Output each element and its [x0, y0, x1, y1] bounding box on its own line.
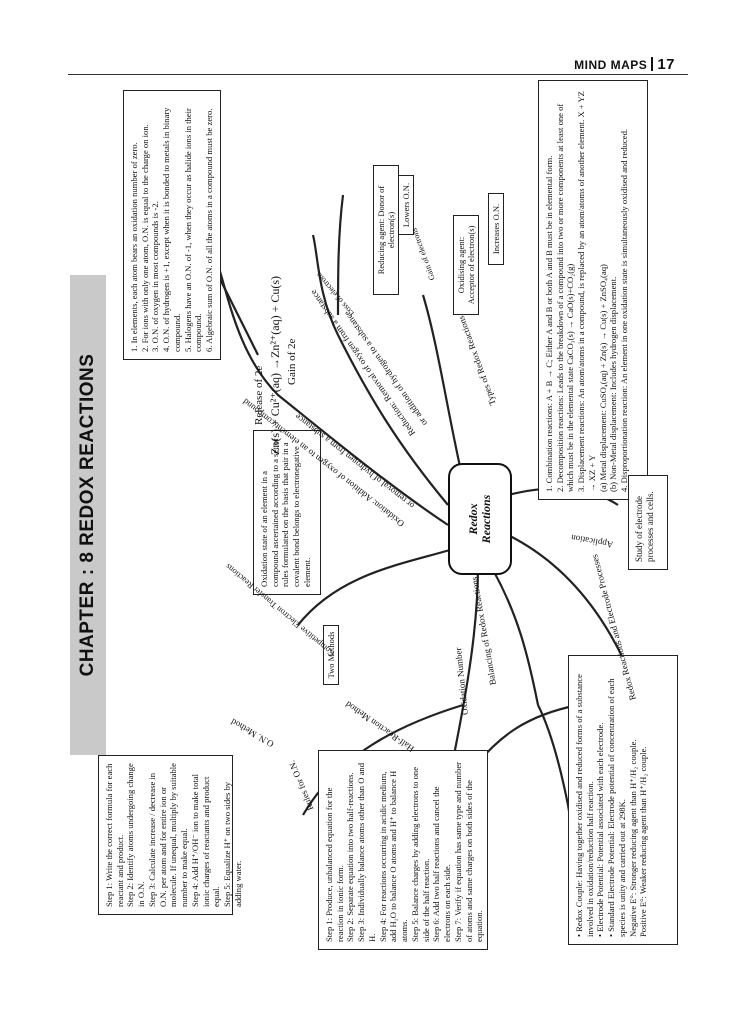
rule-2: 2. For ions with only one atom, O.N. is … — [139, 124, 150, 352]
center-node: Redox Reactions — [448, 463, 512, 575]
hr-step-7: Step 7: Verify if equation has same type… — [452, 761, 485, 942]
lowers-on-box: Lowers O.N. — [398, 175, 415, 235]
rule-1: 1. In elements, each atom bears an oxida… — [129, 142, 139, 352]
center-line2: Reactions — [479, 494, 493, 544]
on-step-3: Step 3: Calculate increase / decrease in… — [146, 763, 190, 907]
rule-5: 5. Halogens have an O.N. of -1, when the… — [182, 108, 204, 352]
on-step-2: Step 2: Identify atoms undergoing change… — [125, 763, 147, 907]
header-section: MIND MAPS — [574, 58, 648, 72]
mind-map: CHAPTER : 8 REDOX REACTIONS Redox Reacti… — [68, 75, 688, 955]
type-4: 4. Disproportionation reaction: An eleme… — [619, 128, 630, 492]
hr-step-3: Step 3: Individually balance atoms other… — [356, 763, 377, 942]
hr-step-5: Step 5: Balance charges by adding electr… — [409, 766, 431, 942]
link-oxidation — [216, 264, 449, 526]
header-text: MIND MAPS 17 — [574, 56, 675, 73]
half-reaction-box: Step 1: Produce, unbalanced equation for… — [318, 750, 488, 950]
rule-4: 4. O.N. of hydrogen is +1, except when i… — [161, 107, 182, 352]
on-step-4: Step 4: Add H⁺/OH⁻ ion to make total ion… — [189, 774, 222, 907]
type-3a: (a) Metal displacement: CuSO₄(aq) + Zn(s… — [597, 264, 608, 492]
on-step-5: Step 5: Equalize H⁺ on two sides by addi… — [222, 781, 243, 907]
link-oxidation-number — [451, 564, 480, 761]
link-competitive — [297, 548, 451, 626]
link-reduction — [311, 234, 449, 506]
type-3b: (b) Non-Metal displacement: Includes hyd… — [608, 276, 619, 492]
increases-on-box: Increases O.N. — [488, 193, 505, 265]
link-balancing — [492, 569, 540, 706]
link-rules — [302, 703, 464, 816]
rule-3: 3. O.N. of oxygen in most compounds is -… — [150, 201, 161, 352]
electrode-3: • Standard Electrode Potential: Electrod… — [606, 678, 627, 937]
electrode-box: • Redox Couple: Having together oxidised… — [568, 655, 678, 945]
on-definition-text: Oxidation state of an element in a compo… — [259, 438, 312, 587]
electrode-5: Positive E°: Weaker reducing agent than … — [638, 746, 649, 937]
hr-step-4: Step 4: For reactions occurring in acidi… — [377, 770, 410, 942]
link-gain — [336, 194, 345, 316]
on-step-1: Step 1: Write the correct formula for ea… — [104, 763, 125, 907]
types-box: 1. Combination reactions: A + B → C; Eit… — [538, 80, 648, 500]
hr-step-1: Step 1: Produce, unbalanced equation for… — [324, 787, 345, 942]
page-number: 17 — [657, 56, 675, 73]
hr-step-6: Step 6: Add two half reactions and cance… — [431, 786, 453, 942]
application-box: Study of electrode processes and cells. — [628, 475, 668, 570]
gain-label: Gain of 2e — [286, 338, 298, 385]
hr-step-2: Step 2: Separate equation into two half-… — [345, 772, 356, 942]
type-2: 2. Decomposition reactions: Leads to the… — [554, 103, 576, 492]
type-3: 3. Displacement reactions: An atom/atoms… — [576, 91, 597, 492]
on-method-box: Step 1: Write the correct formula for ea… — [98, 755, 243, 915]
link-types — [421, 294, 465, 481]
header-rule — [68, 74, 688, 75]
oxidising-agent-box: Oxidising agent: Acceptor of electron(s) — [453, 215, 480, 315]
type-1: 1. Combination reactions: A + B → C; Eit… — [544, 155, 554, 492]
rules-box: 1. In elements, each atom bears an oxida… — [123, 90, 221, 360]
electrode-2: • Electrode Potential: Potential associa… — [595, 722, 606, 937]
chapter-title: CHAPTER : 8 REDOX REACTIONS — [77, 353, 98, 677]
header-separator — [651, 57, 654, 71]
chapter-title-band: CHAPTER : 8 REDOX REACTIONS — [70, 275, 106, 755]
electrode-1: • Redox Couple: Having together oxidised… — [574, 674, 595, 937]
electrode-4: Negative E°: Stronger reducing agent tha… — [627, 739, 638, 937]
rule-6: 6. Algebraic sum of O.N. of all the atom… — [204, 108, 215, 352]
reducing-agent-box: Reducing agent: Donor of electron(s) — [373, 165, 400, 295]
